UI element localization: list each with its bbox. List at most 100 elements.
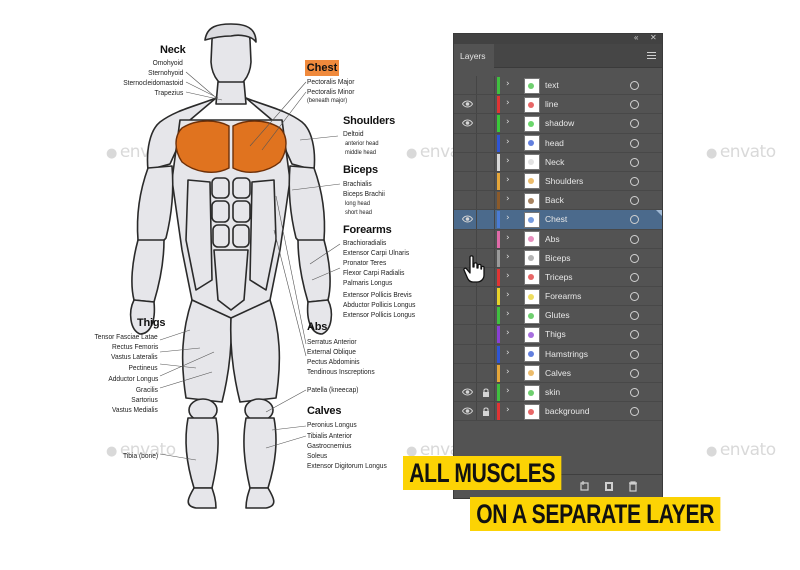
expand-arrow-icon[interactable]: › <box>506 328 510 339</box>
expand-arrow-icon[interactable]: › <box>506 270 510 281</box>
new-layer-icon[interactable] <box>604 481 614 492</box>
layer-row[interactable]: › Forearms <box>454 287 662 307</box>
expand-arrow-icon[interactable]: › <box>506 386 510 396</box>
lock-toggle[interactable] <box>482 330 490 339</box>
layer-row[interactable]: › Glutes <box>454 306 662 326</box>
target-circle-icon[interactable] <box>630 234 639 244</box>
layer-name[interactable]: Hamstrings <box>545 348 588 359</box>
close-icon[interactable]: ✕ <box>650 33 657 42</box>
layer-row[interactable]: › Shoulders <box>454 171 662 192</box>
visibility-toggle[interactable] <box>462 196 473 204</box>
lock-toggle[interactable] <box>482 292 490 301</box>
target-circle-icon[interactable] <box>630 253 639 263</box>
layer-name[interactable]: Shoulders <box>545 175 584 186</box>
visibility-toggle[interactable] <box>462 158 473 166</box>
target-circle-icon[interactable] <box>630 100 639 110</box>
layer-row[interactable]: › Abs <box>454 229 662 249</box>
visibility-toggle[interactable] <box>462 81 473 89</box>
layer-row[interactable]: › Biceps <box>454 248 662 268</box>
expand-arrow-icon[interactable]: › <box>506 194 510 205</box>
layer-name[interactable]: line <box>545 99 559 110</box>
lock-toggle[interactable] <box>482 158 490 167</box>
layer-row[interactable]: › shadow <box>454 114 662 134</box>
layer-row[interactable]: › text <box>454 76 662 96</box>
delete-layer-icon[interactable] <box>628 481 638 492</box>
target-circle-icon[interactable] <box>630 388 639 397</box>
lock-toggle[interactable] <box>482 215 490 224</box>
visibility-toggle[interactable] <box>462 311 473 319</box>
layer-row[interactable]: › Back <box>454 191 662 211</box>
expand-arrow-icon[interactable]: › <box>506 232 510 243</box>
layer-name[interactable]: head <box>545 137 564 148</box>
target-circle-icon[interactable] <box>630 176 639 186</box>
visibility-toggle[interactable] <box>462 139 473 147</box>
layer-row[interactable]: › background <box>454 402 662 422</box>
expand-arrow-icon[interactable]: › <box>506 155 510 166</box>
lock-toggle[interactable] <box>482 139 490 148</box>
layer-row[interactable]: › head <box>454 133 662 153</box>
expand-arrow-icon[interactable]: › <box>506 136 510 147</box>
expand-arrow-icon[interactable]: › <box>506 174 510 185</box>
layer-name[interactable]: Biceps <box>545 252 571 263</box>
visibility-toggle[interactable] <box>462 177 473 185</box>
lock-toggle[interactable] <box>482 100 490 109</box>
lock-toggle[interactable] <box>482 235 490 244</box>
double-chevron-icon[interactable]: « <box>634 33 639 42</box>
layer-row[interactable]: › Calves <box>454 363 662 383</box>
target-circle-icon[interactable] <box>630 138 639 148</box>
target-circle-icon[interactable] <box>630 330 639 340</box>
lock-toggle[interactable] <box>482 311 490 320</box>
layer-name[interactable]: Neck <box>545 156 565 167</box>
target-circle-icon[interactable] <box>630 272 639 282</box>
target-circle-icon[interactable] <box>630 81 639 90</box>
layer-name[interactable]: Abs <box>545 233 560 244</box>
tab-layers[interactable]: Layers <box>454 44 494 68</box>
expand-arrow-icon[interactable]: › <box>506 290 510 301</box>
lock-icon[interactable] <box>482 407 490 417</box>
panel-menu-icon[interactable] <box>647 52 656 59</box>
layer-row[interactable]: ›Hamstrings <box>454 344 662 364</box>
expand-arrow-icon[interactable]: › <box>506 366 510 377</box>
layer-name[interactable]: shadow <box>545 118 575 129</box>
expand-arrow-icon[interactable]: › <box>506 309 510 320</box>
lock-toggle[interactable] <box>482 369 490 378</box>
expand-arrow-icon[interactable]: › <box>506 251 510 262</box>
visibility-toggle[interactable] <box>462 292 473 300</box>
visibility-toggle[interactable] <box>462 235 473 243</box>
lock-toggle[interactable] <box>482 119 490 128</box>
layer-row[interactable]: ›line <box>454 95 662 115</box>
layer-name[interactable]: Back <box>545 195 564 206</box>
lock-toggle[interactable] <box>482 350 490 359</box>
target-circle-icon[interactable] <box>630 196 639 206</box>
eye-icon[interactable] <box>462 388 473 396</box>
make-clipping-mask-icon[interactable] <box>580 481 590 492</box>
layer-name[interactable]: Triceps <box>545 271 573 282</box>
layer-row[interactable]: › Neck <box>454 152 662 172</box>
eye-icon[interactable] <box>462 119 473 127</box>
expand-arrow-icon[interactable]: › <box>506 405 510 416</box>
lock-toggle[interactable] <box>482 196 490 205</box>
target-circle-icon[interactable] <box>630 292 639 302</box>
expand-arrow-icon[interactable]: › <box>506 79 510 89</box>
target-circle-icon[interactable] <box>630 368 639 378</box>
layer-name[interactable]: background <box>545 406 590 417</box>
layer-name[interactable]: Chest <box>545 214 568 225</box>
layer-row[interactable]: › skin <box>454 383 662 403</box>
layer-row[interactable]: ›Chest <box>454 210 662 230</box>
layer-name[interactable]: skin <box>545 387 561 397</box>
target-circle-icon[interactable] <box>630 157 639 167</box>
layer-name[interactable]: Calves <box>545 367 571 378</box>
target-circle-icon[interactable] <box>630 407 639 417</box>
lock-toggle[interactable] <box>482 177 490 186</box>
target-circle-icon[interactable] <box>630 311 639 321</box>
layer-name[interactable]: text <box>545 80 559 90</box>
visibility-toggle[interactable] <box>462 330 473 338</box>
layer-row[interactable]: › Thigs <box>454 325 662 345</box>
visibility-toggle[interactable] <box>462 350 473 358</box>
layer-name[interactable]: Forearms <box>545 291 582 302</box>
expand-arrow-icon[interactable]: › <box>506 117 510 128</box>
panel-title-bar[interactable]: « ✕ <box>454 33 662 44</box>
layer-name[interactable]: Glutes <box>545 310 570 321</box>
layer-row[interactable]: › Triceps <box>454 267 662 288</box>
layer-name[interactable]: Thigs <box>545 329 566 340</box>
